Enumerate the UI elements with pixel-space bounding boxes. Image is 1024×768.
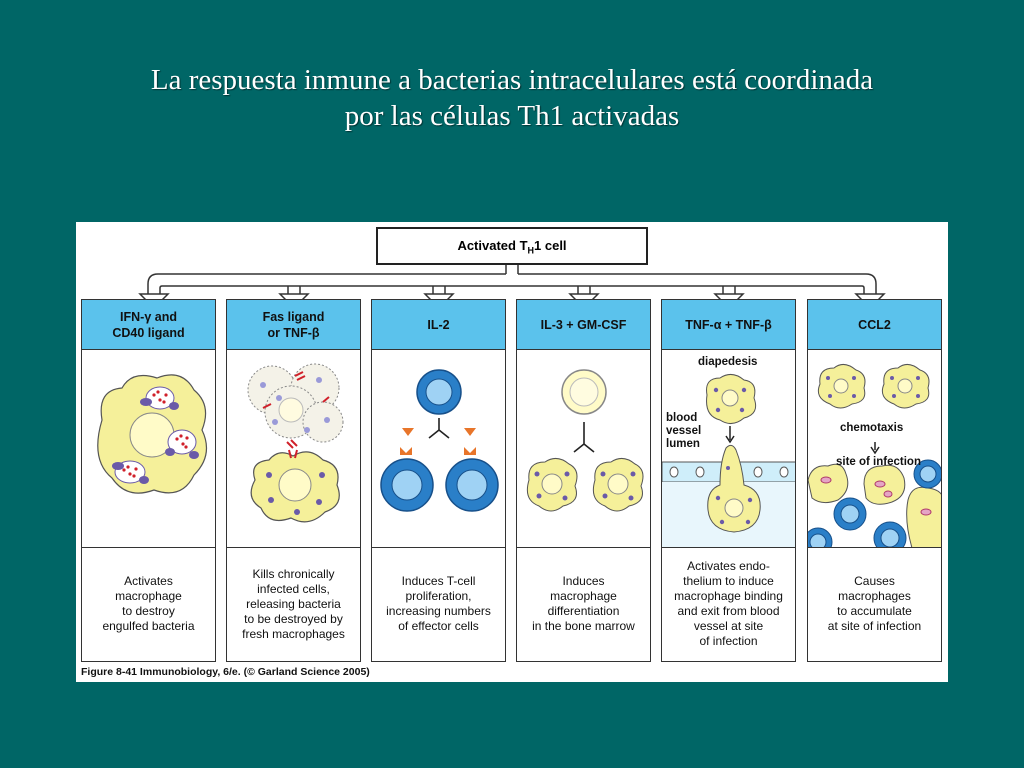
th1-prefix: Activated T — [457, 238, 528, 253]
column-description: Activates endo- thelium to induce macrop… — [662, 548, 795, 660]
figure-caption: Figure 8-41 Immunobiology, 6/e. (© Garla… — [81, 666, 370, 678]
infected-cell-killing-illustration — [227, 350, 360, 548]
activated-macrophage-illustration — [82, 350, 215, 548]
column-description: Activates macrophage to destroy engulfed… — [82, 548, 215, 660]
blood-vessel-lumen-label: blood vessel lumen — [666, 412, 702, 450]
column-header-text: IFN-γ and CD40 ligand — [112, 309, 185, 340]
macrophage-differentiation-illustration — [517, 350, 650, 548]
diapedesis-label: diapedesis — [698, 356, 758, 368]
column-description-text: Induces macrophage differentiation in th… — [532, 574, 635, 633]
column-header-text: Fas ligand or TNF-β — [262, 309, 325, 340]
chemotaxis-illustration: chemotaxis site of infection — [808, 350, 941, 548]
site-of-infection-label: site of infection — [836, 456, 921, 468]
column-header: CCL2 — [808, 300, 941, 350]
column-fas-ligand: Fas ligand or TNF-β — [226, 299, 361, 662]
title-line-1: La respuesta inmune a bacterias intracel… — [150, 64, 874, 96]
activated-th1-cell-box: Activated TH1 cell — [376, 227, 648, 265]
column-description-text: Causes macrophages to accumulate at site… — [827, 574, 922, 633]
column-ifn-gamma: IFN-γ and CD40 ligand Act — [81, 299, 216, 662]
diapedesis-illustration: diapedesis blood vessel lumen — [662, 350, 795, 548]
column-description-text: Activates endo- thelium to induce macrop… — [674, 559, 783, 648]
th1-suffix: 1 cell — [534, 238, 567, 253]
column-header: Fas ligand or TNF-β — [227, 300, 360, 350]
slide-title: La respuesta inmune a bacterias intracel… — [40, 62, 984, 134]
column-header: IL-3 + GM-CSF — [517, 300, 650, 350]
column-header-text: TNF-α + TNF-β — [685, 317, 772, 332]
th1-subscript: H — [527, 245, 535, 256]
column-header-text: CCL2 — [858, 317, 891, 332]
t-cell-proliferation-illustration — [372, 350, 505, 548]
column-header-text: IL-3 + GM-CSF — [540, 317, 627, 332]
column-description-text: Kills chronically infected cells, releas… — [242, 566, 345, 641]
column-header: IL-2 — [372, 300, 505, 350]
column-description-text: Activates macrophage to destroy engulfed… — [102, 574, 195, 633]
column-tnf: TNF-α + TNF-β diapedesis blood vessel lu… — [661, 299, 796, 662]
column-il2: IL-2 Induces T-cell proliferation, incre… — [371, 299, 506, 662]
column-header: IFN-γ and CD40 ligand — [82, 300, 215, 350]
column-header-text: IL-2 — [427, 317, 450, 332]
chemotaxis-label: chemotaxis — [840, 422, 904, 434]
th1-figure: Activated TH1 cell IFN-γ and CD40 ligand — [76, 222, 948, 682]
column-description: Induces macrophage differentiation in th… — [517, 548, 650, 660]
column-il3-gm-csf: IL-3 + GM-CSF Induces macrophage differe… — [516, 299, 651, 662]
title-line-2: por las células Th1 activadas — [344, 100, 680, 132]
column-description: Induces T-cell proliferation, increasing… — [372, 548, 505, 660]
column-description: Causes macrophages to accumulate at site… — [808, 548, 941, 660]
column-description: Kills chronically infected cells, releas… — [227, 548, 360, 660]
column-ccl2: CCL2 — [807, 299, 942, 662]
column-description-text: Induces T-cell proliferation, increasing… — [386, 574, 491, 633]
column-header: TNF-α + TNF-β — [662, 300, 795, 350]
